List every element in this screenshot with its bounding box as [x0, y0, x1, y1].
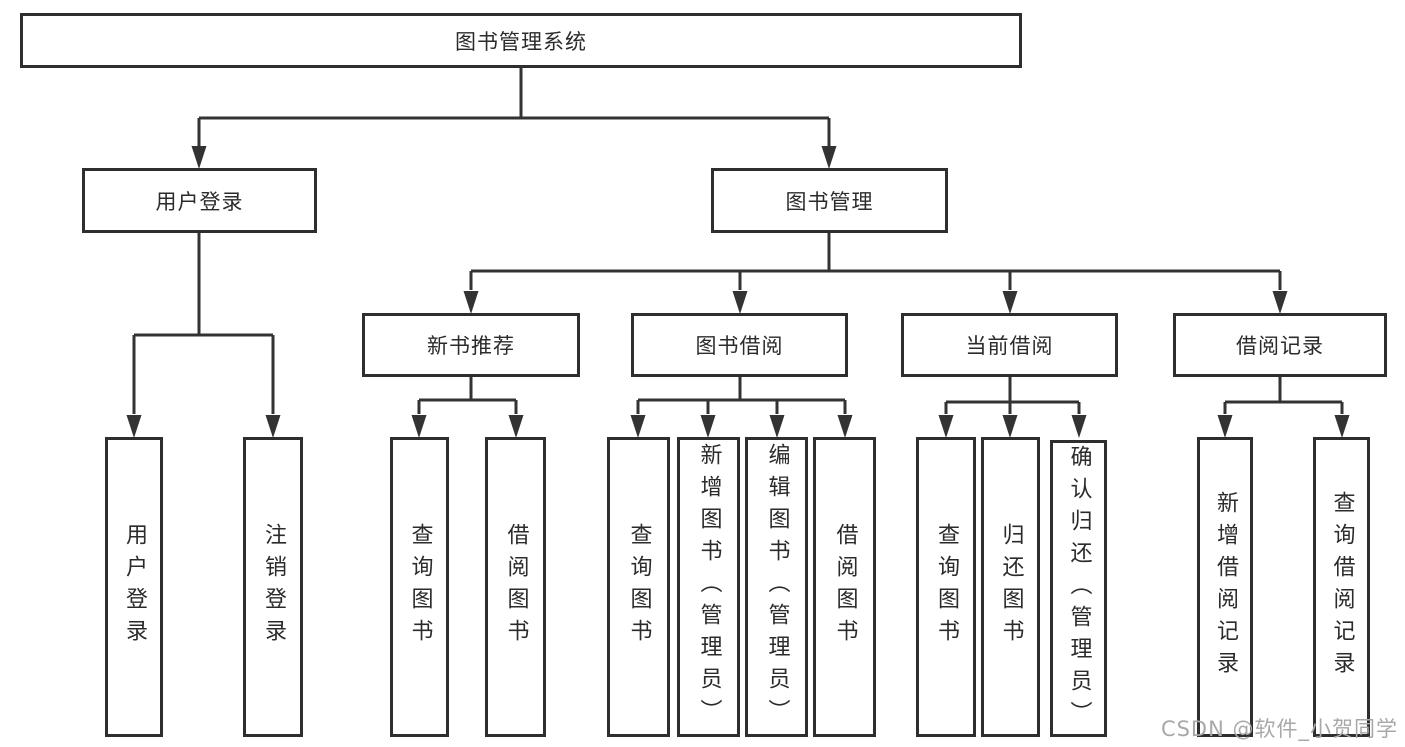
connector-root-to-level2: [191, 68, 837, 169]
node-book-borrow: 图书借阅: [631, 313, 848, 377]
arrowhead-icon: [1002, 415, 1018, 438]
connector-book-management-branch: [463, 233, 1288, 314]
arrowhead-icon: [265, 415, 281, 438]
arrowhead-icon: [700, 415, 716, 438]
arrowhead-icon: [508, 415, 524, 438]
leaf-edit-books-admin: 编辑图书（管理员）: [745, 437, 808, 737]
leaf-label: 查询图书: [407, 523, 433, 651]
leaf-label: 查询图书: [934, 523, 959, 651]
arrowhead-icon: [1334, 415, 1350, 438]
connector-new-book-recommend-branch: [411, 377, 524, 438]
leaf-user-login: 用户登录: [105, 437, 163, 737]
leaf-borrow-query-books: 查询图书: [607, 437, 670, 737]
leaf-label: 用户登录: [122, 523, 147, 651]
leaf-current-query-books: 查询图书: [916, 437, 976, 737]
node-borrow-records: 借阅记录: [1173, 313, 1387, 377]
leaf-label: 注销登录: [261, 523, 286, 651]
arrowhead-icon: [191, 146, 207, 169]
leaf-confirm-return-admin: 确认归还（管理员）: [1050, 440, 1107, 737]
connector-current-borrow-branch: [938, 377, 1087, 438]
leaf-label: 确认归还（管理员）: [1066, 444, 1092, 733]
leaf-return-books: 归还图书: [981, 437, 1040, 737]
arrowhead-icon: [938, 415, 954, 438]
node-user-login: 用户登录: [82, 168, 317, 233]
arrowhead-icon: [821, 146, 837, 169]
arrowhead-icon: [1071, 415, 1087, 438]
leaf-borrow-books: 借阅图书: [813, 437, 876, 737]
arrowhead-icon: [630, 415, 646, 438]
csdn-watermark: CSDN @软件_小贺同学: [1160, 717, 1398, 741]
node-root-system: 图书管理系统: [20, 13, 1022, 68]
arrowhead-icon: [126, 415, 142, 438]
arrowhead-icon: [411, 415, 427, 438]
arrowhead-icon: [1217, 415, 1233, 438]
connector-borrow-records-branch: [1217, 377, 1350, 438]
leaf-label: 归还图书: [998, 523, 1024, 651]
leaf-label: 查询图书: [626, 523, 652, 651]
arrowhead-icon: [1272, 291, 1288, 314]
leaf-logout: 注销登录: [243, 437, 303, 737]
leaf-query-borrow-record: 查询借阅记录: [1313, 437, 1370, 737]
arrowhead-icon: [463, 291, 479, 314]
leaf-recommend-borrow-books: 借阅图书: [485, 437, 546, 737]
leaf-label: 借阅图书: [832, 523, 858, 651]
arrowhead-icon: [769, 415, 785, 438]
leaf-add-books-admin: 新增图书（管理员）: [677, 437, 740, 737]
leaf-label: 借阅图书: [503, 523, 529, 651]
connector-book-borrow-branch: [630, 377, 853, 438]
arrowhead-icon: [1002, 291, 1018, 314]
leaf-label: 查询借阅记录: [1329, 491, 1355, 683]
node-book-management: 图书管理: [711, 168, 948, 233]
leaf-add-borrow-record: 新增借阅记录: [1197, 437, 1253, 737]
arrowhead-icon: [732, 291, 748, 314]
node-new-book-recommend: 新书推荐: [362, 313, 580, 377]
leaf-recommend-query-books: 查询图书: [390, 437, 449, 737]
leaf-label: 编辑图书（管理员）: [764, 443, 790, 731]
leaf-label: 新增借阅记录: [1213, 491, 1238, 683]
arrowhead-icon: [837, 415, 853, 438]
node-current-borrow: 当前借阅: [901, 313, 1118, 377]
connector-user-login-branch: [126, 233, 281, 438]
leaf-label: 新增图书（管理员）: [696, 443, 722, 731]
